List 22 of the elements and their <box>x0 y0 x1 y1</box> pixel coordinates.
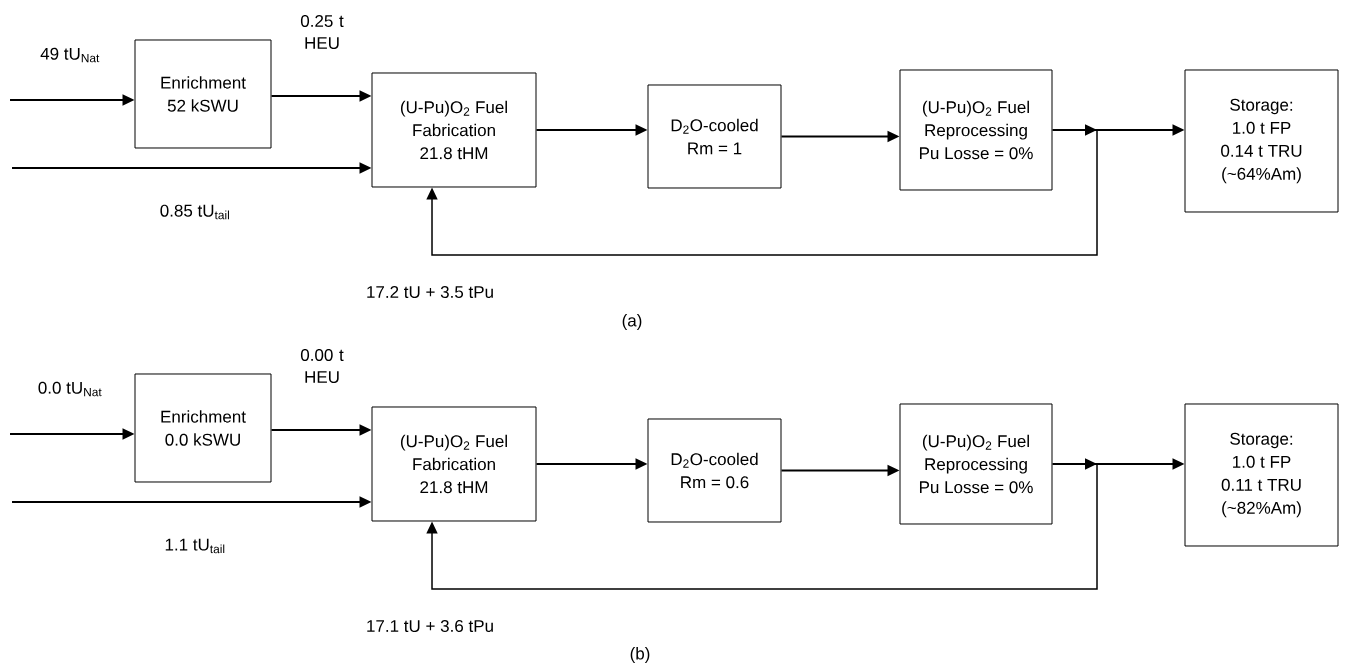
edge-label: 17.1 tU + 3.6 tPu <box>365 619 496 633</box>
edge-label: 0.85 tU$_{tail}$ <box>158 203 232 221</box>
edge-label: 49 tU$_{Nat}$ <box>39 46 101 64</box>
process-box: (U-Pu)O$_{2}$ Fuel Fabrication 21.8 tHM <box>371 406 537 522</box>
panel-label: (b) <box>630 647 650 663</box>
edge-label: 0.0 tU$_{Nat}$ <box>36 380 104 398</box>
edge-label: 17.2 tU + 3.5 tPu <box>365 285 496 299</box>
process-box: Storage: 1.0 t FP 0.14 t TRU (~64%Am) <box>1184 69 1339 213</box>
arrow <box>426 129 1098 256</box>
process-box: Storage: 1.0 t FP 0.11 t TRU (~82%Am) <box>1184 403 1339 547</box>
process-box: (U-Pu)O$_{2}$ Fuel Reprocessing Pu Losse = 0% <box>899 403 1053 525</box>
process-box: D$_{2}$O-cooled Rm = 1 <box>647 84 782 189</box>
process-box: Enrichment 52 kSWU <box>134 39 272 149</box>
process-box: (U-Pu)O$_{2}$ Fuel Reprocessing Pu Losse = 0% <box>899 69 1053 191</box>
process-box: Enrichment 0.0 kSWU <box>134 373 272 483</box>
arrow <box>426 463 1098 590</box>
process-box: (U-Pu)O$_{2}$ Fuel Fabrication 21.8 tHM <box>371 72 537 188</box>
edge-label: 0.00 t HEU <box>296 348 348 384</box>
edge-label: 0.25 t HEU <box>296 14 348 50</box>
edge-label: 1.1 tU$_{tail}$ <box>163 537 227 555</box>
process-box: D$_{2}$O-cooled Rm = 0.6 <box>647 418 782 523</box>
panel-label: (a) <box>622 314 642 330</box>
